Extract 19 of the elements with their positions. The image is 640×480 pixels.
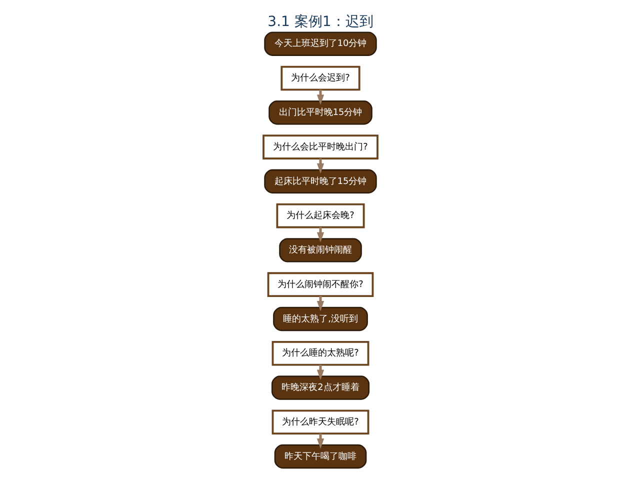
node-box: 为什么昨天失眠呢?	[271, 410, 369, 435]
node-box: 睡的太熟了,没听到	[272, 306, 368, 332]
node-box: 为什么睡的太熟呢?	[271, 340, 369, 366]
node-box: 为什么会迟到?	[280, 66, 360, 91]
node-box: 为什么起床会晚?	[276, 203, 364, 228]
arrow	[316, 296, 324, 312]
node-box: 起床比平时晚了15分钟	[264, 169, 376, 194]
node-box: 为什么会比平时晚出门?	[262, 134, 378, 160]
node-box: 昨天下午喝了咖啡	[274, 444, 366, 469]
node-box: 今天上班迟到了10分钟	[264, 32, 376, 56]
node-box: 没有被闹钟闹醒	[278, 238, 362, 262]
node-box: 昨晚深夜2点才睡着	[270, 376, 370, 400]
node-box: 为什么闹钟闹不醒你?	[266, 272, 374, 297]
arrow	[316, 90, 324, 105]
arrow	[316, 434, 324, 449]
diagram-title: 3.1 案例1：迟到	[267, 14, 373, 30]
arrow	[316, 158, 324, 174]
node-box: 出门比平时晚15分钟	[268, 100, 372, 125]
arrow	[316, 364, 324, 380]
